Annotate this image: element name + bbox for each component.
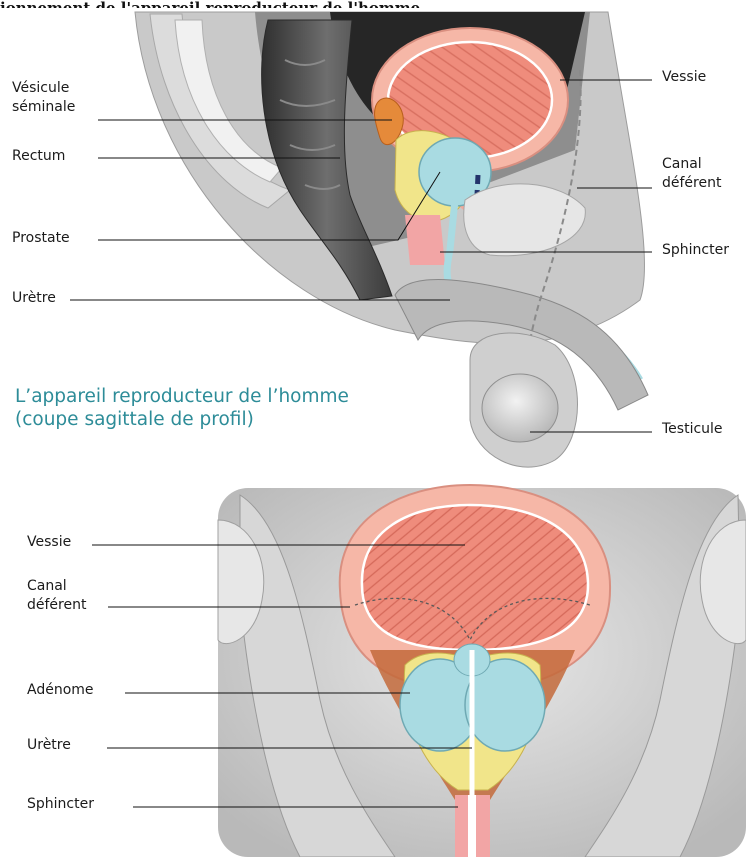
urethra-core [468, 795, 476, 857]
bladder-frontal-lumen [362, 505, 588, 650]
label-canal-frontal-line2: déférent [27, 597, 86, 613]
label-vesicule-seminale: Vésicule séminale [12, 79, 75, 117]
sphincter-shape [405, 215, 445, 265]
label-canal-line1: Canal [662, 156, 702, 172]
caption-line2: (coupe sagittale de profil) [15, 408, 349, 431]
cropped-header-title: ionnement de l'appareil reproducteur de … [0, 0, 420, 8]
label-rectum: Rectum [12, 147, 65, 165]
label-vesicule-line2: séminale [12, 99, 75, 115]
label-canal-deferent: Canal déférent [662, 155, 721, 193]
label-vessie-frontal: Vessie [27, 533, 71, 551]
label-adenome: Adénome [27, 681, 94, 699]
label-sphincter: Sphincter [662, 241, 729, 259]
label-prostate: Prostate [12, 229, 70, 247]
label-vessie: Vessie [662, 68, 706, 86]
label-canal-frontal-line1: Canal [27, 578, 67, 594]
label-sphincter-frontal: Sphincter [27, 795, 94, 813]
label-testicule: Testicule [662, 420, 723, 438]
figure-caption: L’appareil reproducteur de l’homme (coup… [15, 385, 349, 431]
label-vesicule-line1: Vésicule [12, 80, 69, 96]
label-canal-deferent-frontal: Canal déférent [27, 577, 86, 615]
caption-line1: L’appareil reproducteur de l’homme [15, 385, 349, 408]
label-uretre-frontal: Urètre [27, 736, 71, 754]
frontal-figure [218, 485, 746, 857]
label-canal-line2: déférent [662, 175, 721, 191]
label-uretre: Urètre [12, 289, 56, 307]
